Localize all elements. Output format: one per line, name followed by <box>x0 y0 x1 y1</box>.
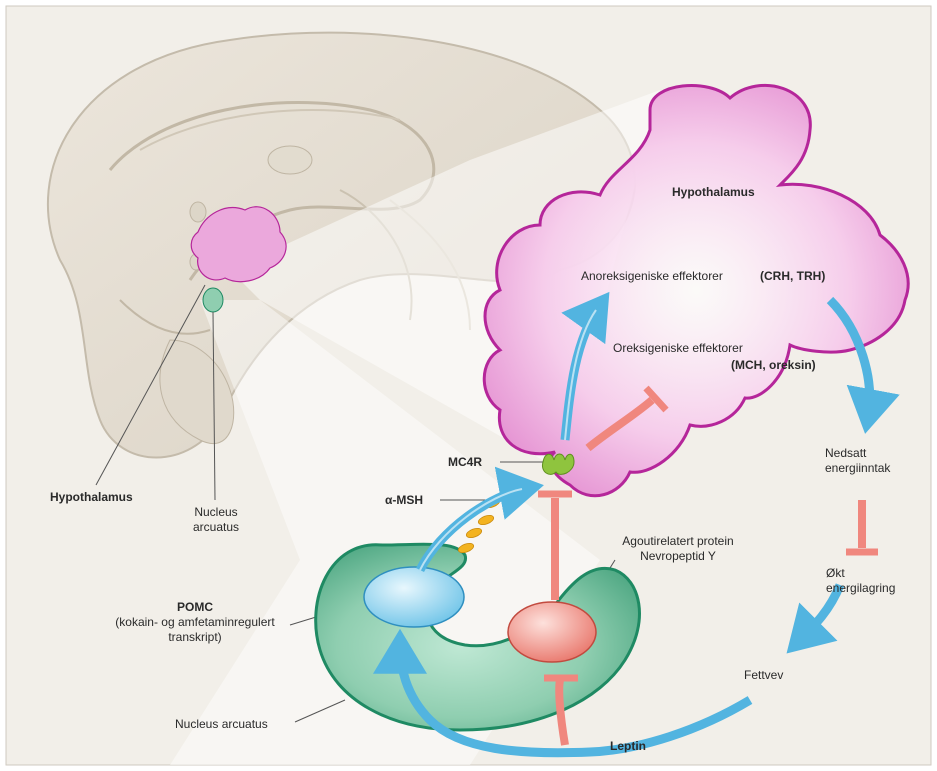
reduced-line1: Nedsatt <box>825 446 890 461</box>
orexigenic-examples: (MCH, oreksin) <box>731 358 816 373</box>
increased-line1: Økt <box>826 566 895 581</box>
pomc-title: POMC <box>100 600 290 615</box>
nucleus-top-line1: Nucleus <box>186 505 246 520</box>
nucleus-top-line2: arcuatus <box>186 520 246 535</box>
increased-storage-label: Økt energilagring <box>826 566 895 596</box>
increased-line2: energilagring <box>826 581 895 596</box>
agrp-line: Agoutirelatert protein <box>598 534 758 549</box>
pomc-neuron <box>364 567 464 627</box>
anorexigenic-examples: (CRH, TRH) <box>760 269 825 284</box>
pomc-line3: transkript) <box>100 630 290 645</box>
hypothalamus-title: Hypothalamus <box>672 185 755 200</box>
reduced-intake-label: Nedsatt energiinntak <box>825 446 890 476</box>
small-nucleus <box>203 288 223 312</box>
pomc-label: POMC (kokain- og amfetaminregulert trans… <box>100 600 290 645</box>
nucleus-arcuatus-label-top: Nucleus arcuatus <box>186 505 246 535</box>
agrp-neuron <box>508 602 596 662</box>
fat-tissue-label: Fettvev <box>744 668 783 683</box>
pomc-line2: (kokain- og amfetaminregulert <box>100 615 290 630</box>
mc4r-label: MC4R <box>448 455 482 470</box>
amsh-label: α-MSH <box>385 493 423 508</box>
reduced-line2: energiinntak <box>825 461 890 476</box>
nucleus-arcuatus-label-bottom: Nucleus arcuatus <box>175 717 268 732</box>
agrp-npy-label: Agoutirelatert protein Nevropeptid Y <box>598 534 758 564</box>
npy-line: Nevropeptid Y <box>598 549 758 564</box>
leptin-label: Leptin <box>610 739 646 754</box>
anorexigenic-label: Anoreksigeniske effektorer <box>581 269 723 284</box>
mc4r-receptor <box>542 454 574 474</box>
hypothalamus-label: Hypothalamus <box>50 490 133 505</box>
orexigenic-label: Oreksigeniske effektorer <box>613 341 743 356</box>
